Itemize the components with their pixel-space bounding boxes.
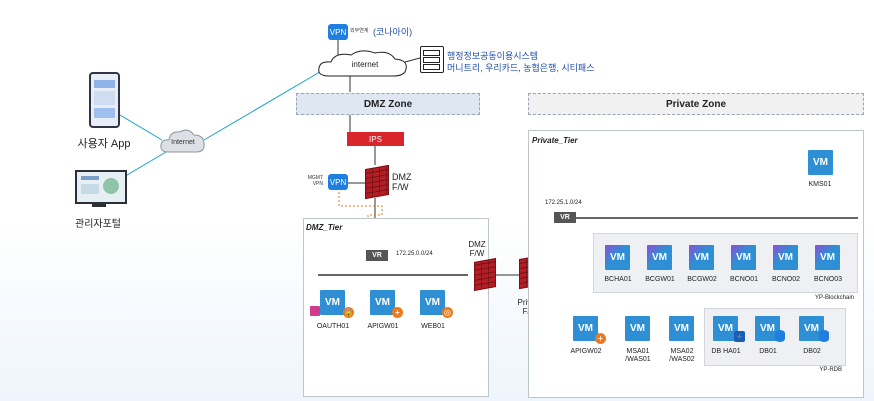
apigw01-label: APIGW01 — [367, 323, 399, 330]
vm-dbha01: VM — [713, 316, 738, 341]
dbha01-label: DB HA01 — [711, 348, 741, 355]
db02-label: DB02 — [803, 348, 821, 355]
dmz-tier-label: DMZ_Tier — [306, 223, 343, 232]
dmz-fw-top-label: DMZ F/W — [392, 172, 412, 192]
bcno01-label: BCNO01 — [729, 276, 758, 283]
external-system-line1: 행정정보공동이용시스템 — [447, 51, 539, 61]
msa02-name2: /WAS02 — [669, 356, 695, 363]
small-cloud-label: Internet — [171, 139, 195, 146]
vm-msa01: VM — [625, 316, 650, 341]
dmz-fw-mid-label: DMZ F/W — [462, 240, 492, 258]
vm-bcha01: VM — [605, 245, 630, 270]
mgmt-vpn-icon: VPN — [328, 174, 348, 190]
blockchain-group-label: YP-Blockchain — [814, 295, 854, 301]
mgmt-caption-1: MGMT — [307, 175, 323, 181]
bcno02-label: BCNO02 — [771, 276, 800, 283]
api-gateway-icon-2: + — [595, 333, 606, 344]
vm-oauth01: VM — [320, 290, 345, 315]
admin-portal-label: 관리자포털 — [75, 219, 121, 230]
bcgw01-label: BCGW01 — [645, 276, 675, 283]
vm-web01: VM — [420, 290, 445, 315]
dmz-firewall-mid-icon — [474, 258, 496, 291]
vm-msa02: VM — [669, 316, 694, 341]
vm-kms01: VM — [808, 150, 833, 175]
private-vr-router: VR — [554, 212, 576, 223]
bcha01-label: BCHA01 — [604, 276, 632, 283]
globe-icon: ◎ — [442, 307, 453, 318]
mobile-phone-icon — [89, 72, 120, 128]
vm-bcno02: VM — [773, 245, 798, 270]
vm-bcno03: VM — [815, 245, 840, 270]
private-zone-header: Private Zone — [528, 93, 864, 115]
internet-cloud-icon — [318, 50, 407, 77]
dmz-subnet-bus — [318, 274, 468, 276]
vm-apigw01: VM — [370, 290, 395, 315]
private-subnet-label: 172.25.1.0/24 — [545, 200, 582, 206]
db01-label: DB01 — [759, 348, 777, 355]
bcno03-label: BCNO03 — [813, 276, 842, 283]
rdb-group-label: YP-RDB — [819, 367, 842, 373]
private-subnet-bus — [576, 217, 858, 219]
vm-bcgw02: VM — [689, 245, 714, 270]
oauth01-label: OAUTH01 — [316, 323, 350, 330]
vm-bcgw01: VM — [647, 245, 672, 270]
msa01-name: MSA01 — [626, 348, 650, 355]
database-icon-2 — [819, 330, 829, 342]
dmz-fw-mid-line2: F/W — [469, 249, 485, 258]
private-tier-label: Private_Tier — [532, 136, 578, 145]
server-rack-icon — [420, 46, 444, 73]
small-cloud-icon — [160, 129, 205, 153]
dmz-vr-router: VR — [366, 250, 388, 261]
oauth-door-icon — [310, 306, 320, 316]
user-app-label: 사용자 App — [77, 138, 131, 150]
dmz-fw-mid-line1: DMZ — [468, 240, 486, 249]
dmz-firewall-icon — [365, 164, 389, 200]
apigw02-label: APIGW02 — [570, 348, 602, 355]
database-icon — [775, 330, 785, 342]
vm-bcno01: VM — [731, 245, 756, 270]
dmz-fw-top-line1: DMZ — [392, 172, 412, 182]
vpn-top-caption: 외부연계 — [350, 28, 369, 34]
mgmt-caption-2: VPN — [312, 181, 323, 187]
vm-apigw02: VM — [573, 316, 598, 341]
api-gateway-icon: + — [392, 307, 403, 318]
monitor-icon — [75, 170, 127, 204]
msa01-label: MSA01 /WAS01 — [614, 348, 662, 364]
web01-label: WEB01 — [421, 323, 445, 330]
dmz-subnet-label: 172.25.0.0/24 — [396, 251, 433, 257]
bcgw02-label: BCGW02 — [687, 276, 717, 283]
vpn-top-partner: (코나아이) — [373, 27, 413, 37]
msa02-label: MSA02 /WAS02 — [658, 348, 706, 364]
kms01-label: KMS01 — [808, 181, 832, 188]
dmz-fw-top-line2: F/W — [392, 182, 409, 192]
ips-box: IPS — [347, 132, 404, 146]
cluster-icon: ⁘ — [734, 331, 745, 342]
monitor-stand — [92, 202, 106, 207]
dmz-zone-header: DMZ Zone — [296, 93, 480, 115]
external-system-line2: 머니트리, 우리카드, 농협은행, 시티패스 — [447, 63, 595, 73]
vpn-top-icon: VPN — [328, 24, 348, 40]
msa01-name2: /WAS01 — [625, 356, 651, 363]
msa02-name: MSA02 — [670, 348, 694, 355]
internet-cloud-label: internet — [351, 60, 379, 69]
lock-icon: 🔒 — [343, 307, 354, 318]
blockchain-group-box — [593, 233, 858, 293]
